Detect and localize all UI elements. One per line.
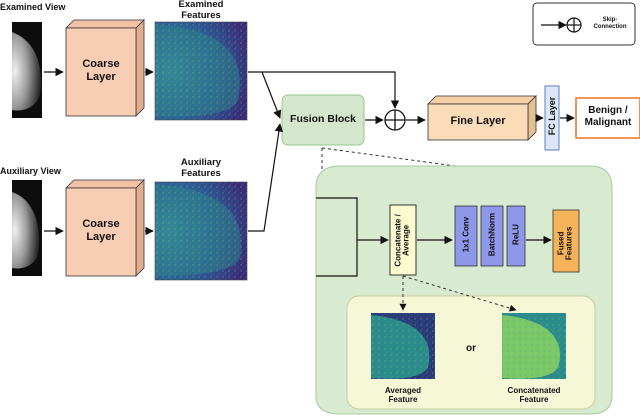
fused-features-label: Fused Features [556,226,574,261]
coarse-layer-bottom-label: Coarse Layer [82,218,120,243]
concat-average-box [389,204,417,276]
examined-features-label: Examined Features [178,0,224,21]
coarse-layer-top [65,19,145,117]
auxiliary-feature-map [154,181,248,281]
auxiliary-features-label: Auxiliary Features [180,157,222,179]
coarse-layer-bottom [65,179,145,277]
batchnorm-label: BatchNorm [487,212,497,257]
concat-average-label: Concatenate / Average [393,214,411,267]
examined-feature-map [154,21,248,121]
concatenated-feature-label: Concatenated Feature [507,386,561,405]
examined-view-label: Examined View [0,2,66,12]
conv-1x1-box [454,205,478,267]
fc-layer-label: FC Layer [547,96,557,136]
legend [532,2,636,46]
fusion-block-label: Fusion Block [290,113,356,125]
auxiliary-mammogram [12,180,42,276]
output-box [575,97,640,139]
fine-layer-label: Fine Layer [450,115,506,127]
fused-features-box [552,209,580,273]
examined-mammogram [12,22,42,118]
sum-plus-icon [384,109,406,131]
concatenated-feature-map [502,313,566,379]
auxiliary-view-label: Auxiliary View [0,166,61,176]
relu-label: ReLU [511,224,521,245]
averaged-feature-map [371,313,435,379]
averaged-feature-label: Averaged Feature [384,386,422,405]
output-label: Benign / Malignant [584,105,632,128]
batchnorm-box [480,205,504,267]
legend-skip-label: Skip- Connection [593,17,627,30]
or-label: or [466,343,476,354]
coarse-layer-top-label: Coarse Layer [82,58,120,83]
fc-layer [544,85,560,151]
fusion-block [281,94,365,146]
legend-box [532,2,636,46]
conv-1x1-label: 1x1 Conv [461,216,471,253]
fine-layer [427,95,537,141]
relu-box [506,205,526,267]
